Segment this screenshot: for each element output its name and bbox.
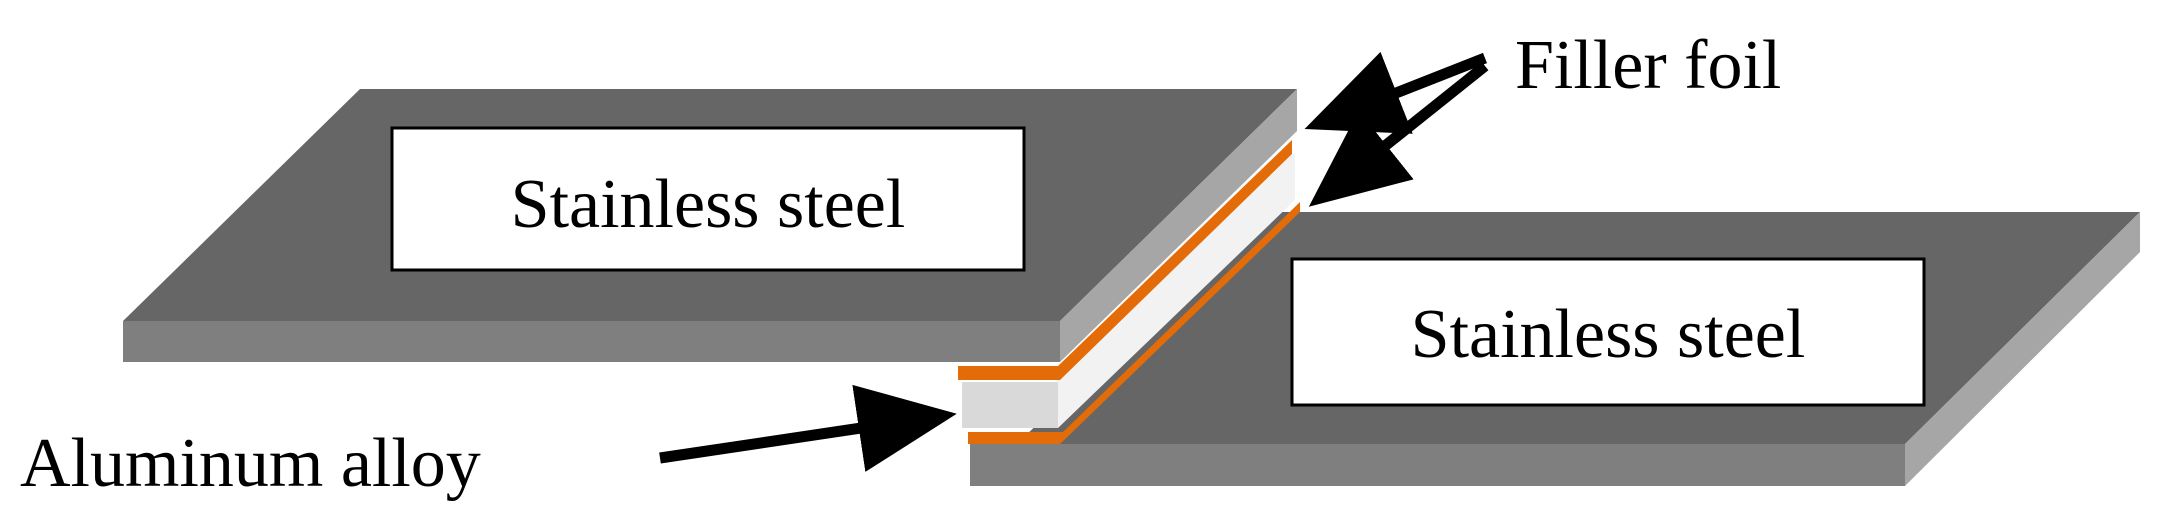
top-plate-front-face bbox=[123, 321, 1060, 362]
filler-foil-label: Filler foil bbox=[1515, 27, 1781, 104]
top-plate-label-box: Stainless steel bbox=[390, 126, 1026, 272]
bottom-plate-right-face bbox=[1905, 212, 2140, 486]
filler-arrow-lower bbox=[1308, 61, 1489, 207]
filler-arrow-upper bbox=[1304, 51, 1488, 134]
aluminum-arrow bbox=[659, 384, 957, 472]
bottom-plate-label: Stainless steel bbox=[1411, 296, 1806, 373]
bottom-plate-front-face bbox=[970, 444, 1905, 486]
top-plate-right-face bbox=[1060, 89, 1297, 362]
bottom-plate-label-box: Stainless steel bbox=[1290, 257, 1926, 407]
aluminum-core-layer bbox=[962, 152, 1295, 428]
aluminum-side-face bbox=[1058, 152, 1295, 428]
aluminum-alloy-label: Aluminum alloy bbox=[20, 425, 481, 502]
aluminum-front-face bbox=[962, 382, 1058, 428]
top-plate-label: Stainless steel bbox=[511, 166, 906, 243]
